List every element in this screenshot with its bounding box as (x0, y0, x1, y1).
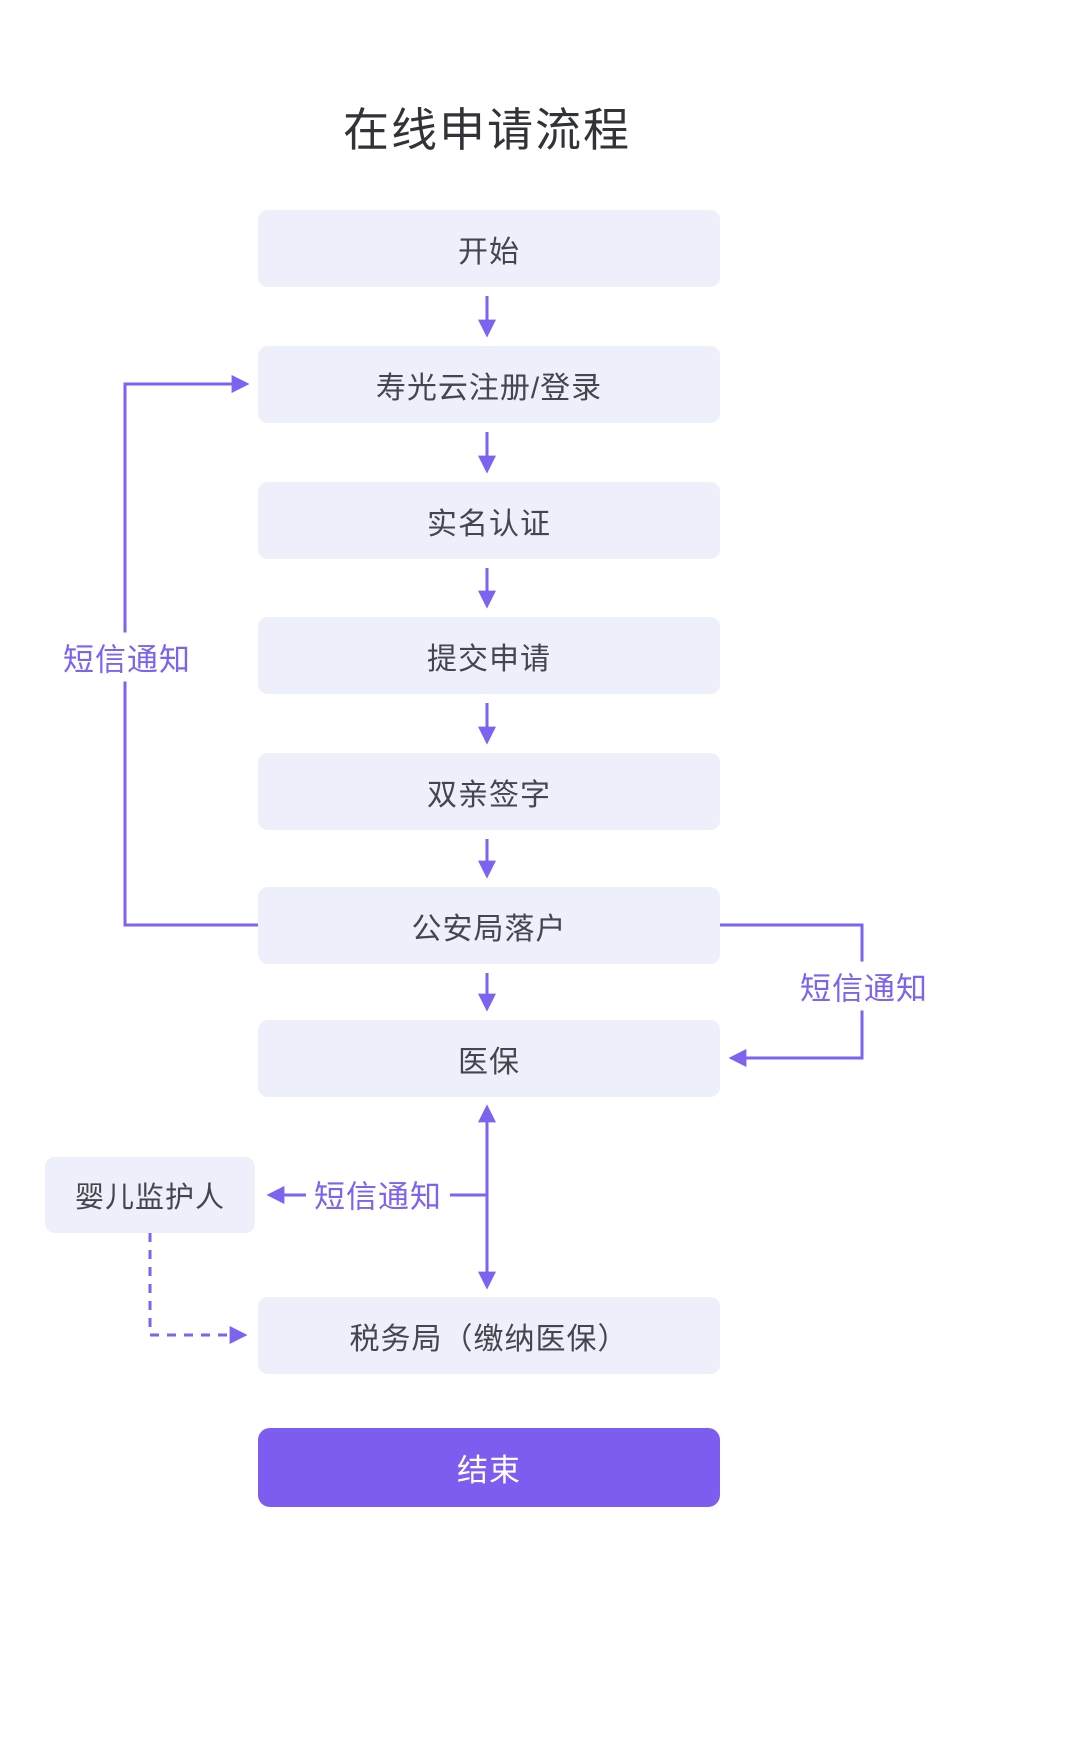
node-register-login: 寿光云注册/登录 (258, 346, 720, 423)
node-tax-bureau: 税务局（缴纳医保） (258, 1297, 720, 1374)
sms-label-middle: 短信通知 (306, 1169, 450, 1219)
node-end-label: 结束 (457, 1453, 521, 1488)
sms-label-left: 短信通知 (55, 632, 199, 682)
node-submit-application: 提交申请 (258, 617, 720, 694)
node-parent-signature: 双亲签字 (258, 753, 720, 830)
node-infant-guardian: 婴儿监护人 (45, 1157, 255, 1233)
node-infant-guardian-label: 婴儿监护人 (74, 1182, 225, 1214)
sms-label-right: 短信通知 (792, 961, 936, 1011)
node-start-label: 开始 (458, 235, 520, 269)
node-realname-auth: 实名认证 (258, 482, 720, 559)
node-realname-auth-label: 实名认证 (427, 507, 551, 541)
node-parent-signature-label: 双亲签字 (427, 778, 551, 812)
node-medical-insurance: 医保 (258, 1020, 720, 1097)
node-start: 开始 (258, 210, 720, 287)
diagram-title: 在线申请流程 (343, 104, 631, 156)
node-police-registration-label: 公安局落户 (411, 912, 567, 946)
edge-guardian-tax-dashed (148, 1233, 248, 1344)
node-police-registration: 公安局落户 (258, 887, 720, 964)
node-submit-application-label: 提交申请 (427, 642, 551, 676)
node-medical-insurance-label: 医保 (458, 1045, 520, 1079)
node-end: 结束 (258, 1428, 720, 1507)
node-register-login-label: 寿光云注册/登录 (375, 371, 603, 405)
node-tax-bureau-label: 税务局（缴纳医保） (349, 1322, 629, 1356)
